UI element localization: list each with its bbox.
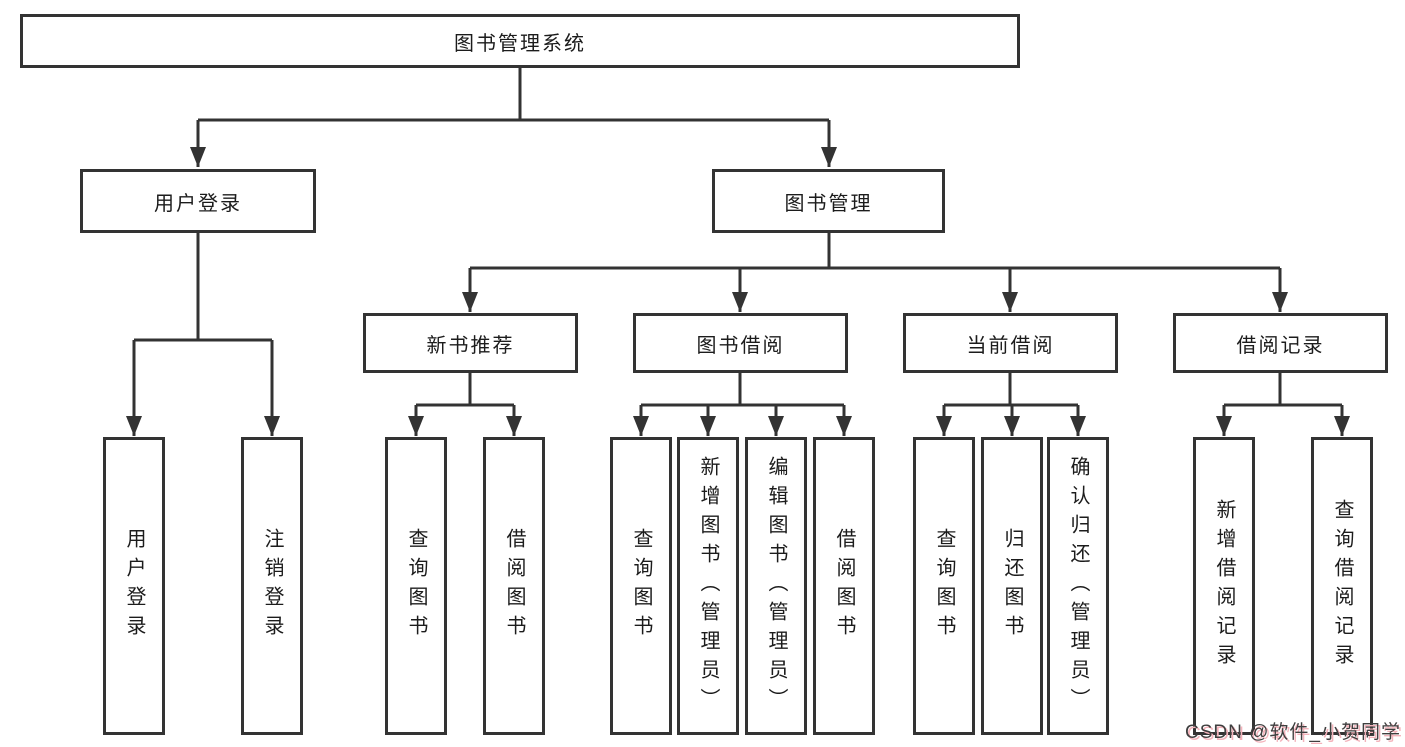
leaf-confirm-return-admin: 确认归还（管理员）	[1047, 437, 1109, 735]
leaf-query-books-recommend: 查询图书	[385, 437, 447, 735]
leaf-borrow-book: 借阅图书	[813, 437, 875, 735]
leaf-add-borrow-record: 新增借阅记录	[1193, 437, 1255, 735]
watermark: CSDN @软件_小贺同学	[1185, 722, 1401, 743]
leaf-add-book-admin: 新增图书（管理员）	[677, 437, 739, 735]
node-borrow-records: 借阅记录	[1173, 313, 1388, 373]
leaf-query-books-current: 查询图书	[913, 437, 975, 735]
node-book-borrowing: 图书借阅	[633, 313, 848, 373]
leaf-query-books-borrowing: 查询图书	[610, 437, 672, 735]
connector-arrows	[126, 120, 1350, 436]
leaf-user-login: 用户登录	[103, 437, 165, 735]
leaf-query-borrow-record: 查询借阅记录	[1311, 437, 1373, 735]
node-book-management: 图书管理	[712, 169, 945, 233]
leaf-return-book: 归还图书	[981, 437, 1043, 735]
node-user-login: 用户登录	[80, 169, 316, 233]
node-current-borrowing: 当前借阅	[903, 313, 1118, 373]
node-new-book-recommend: 新书推荐	[363, 313, 578, 373]
leaf-borrow-book-recommend: 借阅图书	[483, 437, 545, 735]
node-root: 图书管理系统	[20, 14, 1020, 68]
connector-trunks	[134, 68, 1342, 407]
leaf-logout: 注销登录	[241, 437, 303, 735]
leaf-edit-book-admin: 编辑图书（管理员）	[745, 437, 807, 735]
